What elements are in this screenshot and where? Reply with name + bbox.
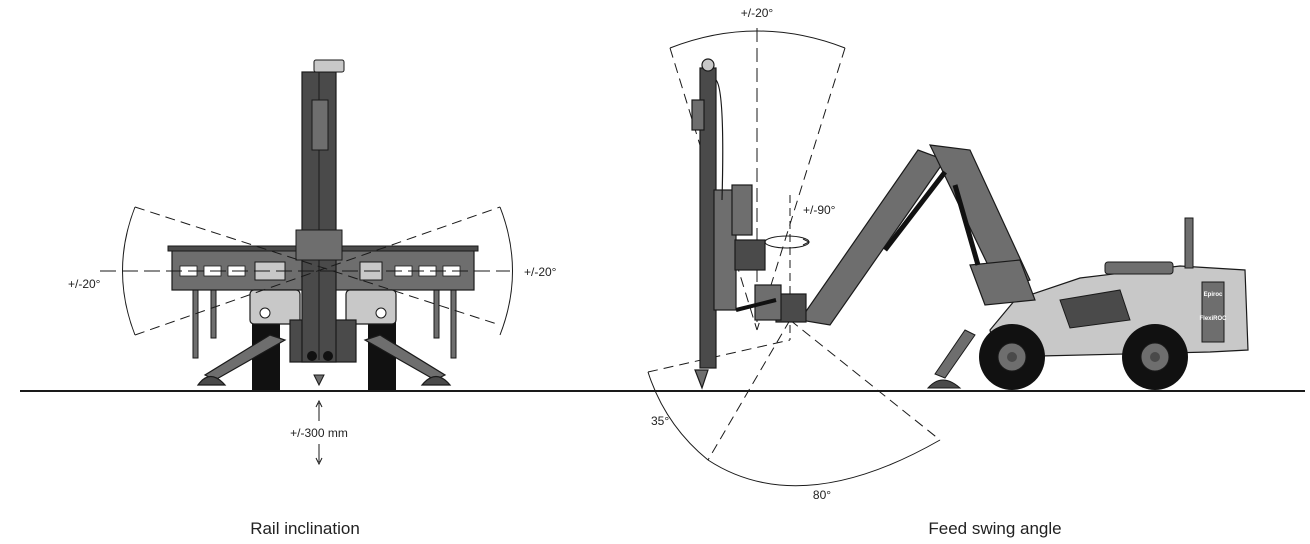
outriggers: [196, 334, 452, 386]
inclination-guides: [100, 206, 513, 336]
boom: [775, 144, 1036, 326]
height-adjust-arrows: [315, 399, 323, 466]
rail-inclination-view: +/-20° +/-20° +/-300 mm Rail inclination: [68, 59, 557, 538]
wheels: [979, 324, 1188, 390]
label-feed-tilt: +/-20°: [741, 6, 774, 20]
support-cylinders: [192, 289, 457, 359]
label-swing-back: 35°: [651, 414, 669, 428]
caption-feed-swing: Feed swing angle: [928, 519, 1061, 538]
feed-swing-view: +/-20° +/-90° 35° 80° Epiroc FlexiROC: [647, 6, 1249, 538]
model-label: FlexiROC: [1199, 316, 1227, 322]
label-rotation: +/-90°: [803, 203, 836, 217]
brand-logo: Epiroc: [1204, 292, 1223, 298]
label-swing-forward: 80°: [813, 488, 831, 502]
label-height-adjust: +/-300 mm: [290, 426, 348, 440]
cover-right: [345, 289, 397, 325]
swing-guides: [647, 28, 941, 487]
label-rail-angle-left: +/-20°: [68, 277, 101, 291]
feed-mast-swing: [691, 58, 782, 390]
cover-left: [249, 289, 301, 325]
label-rail-angle-right: +/-20°: [524, 265, 557, 279]
front-stabilizer: [934, 329, 976, 379]
caption-rail-inclination: Rail inclination: [250, 519, 360, 538]
